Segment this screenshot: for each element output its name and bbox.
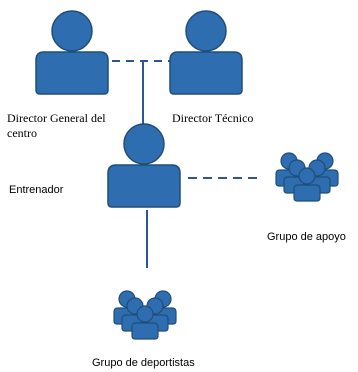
person-icon xyxy=(35,10,109,95)
group-icon xyxy=(276,153,338,201)
person-icon xyxy=(169,10,243,95)
label-grupo-apoyo: Grupo de apoyo xyxy=(267,231,346,243)
label-grupo-deportistas: Grupo de deportistas xyxy=(92,357,195,369)
label-director-general-line1: Director General del xyxy=(7,111,106,125)
person-icon xyxy=(107,123,181,208)
label-director-general-line2: centro xyxy=(7,126,37,140)
group-icon xyxy=(114,291,176,339)
label-entrenador: Entrenador xyxy=(9,184,64,196)
label-director-general: Director General del centro xyxy=(7,111,106,141)
label-director-tecnico: Director Técnico xyxy=(172,111,254,125)
